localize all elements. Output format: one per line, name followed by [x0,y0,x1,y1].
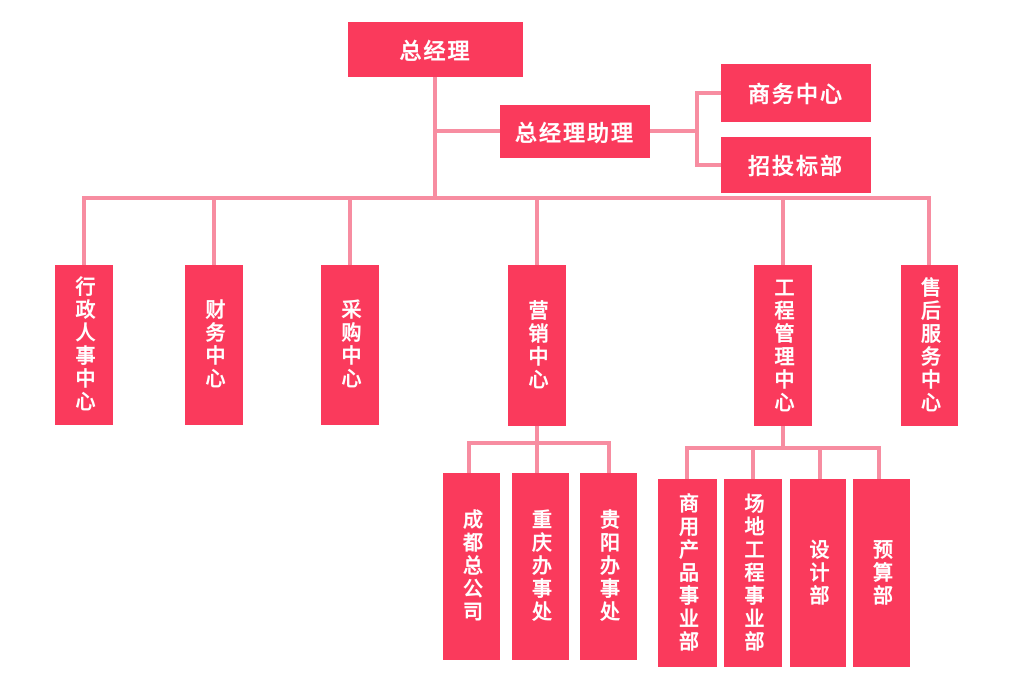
connector-assistant-left [435,129,500,133]
connector-design-stub [818,450,822,479]
connector-budget-stub [877,450,881,479]
connector-engineering-stub [781,200,785,265]
node-chengdu-head-office: 成都总公司 [443,473,500,660]
node-guiyang-office: 贵阳办事处 [580,473,637,660]
node-business-center: 商务中心 [721,64,871,122]
connector-procurement-stub [348,200,352,265]
connector-admin-hr-stub [82,200,86,265]
connector-aftersales-stub [927,200,931,265]
node-chongqing-office: 重庆办事处 [512,473,569,660]
node-aftersales-service-center: 售后服务中心 [901,265,958,426]
connector-engineering-down [781,425,785,446]
connector-marketing-subtrunk [467,441,611,445]
connector-commercial-stub [685,450,689,479]
node-admin-hr-center: 行政人事中心 [55,265,113,425]
connector-marketing-down [535,425,539,441]
connector-guiyang-stub [607,445,611,473]
connector-engineering-subtrunk [685,446,881,450]
connector-assistant-right [650,129,699,133]
node-design-dept: 设计部 [790,479,846,667]
connector-marketing-stub [535,200,539,265]
connector-site-eng-stub [751,450,755,479]
node-gm-assistant: 总经理助理 [500,105,650,158]
node-budget-dept: 预算部 [853,479,910,667]
connector-bidding-dept-stub [699,163,721,167]
connector-assistant-branch-vertical [695,91,699,167]
node-commercial-products-div: 商用产品事业部 [658,479,717,667]
node-procurement-center: 采购中心 [321,265,379,425]
connector-chengdu-stub [467,445,471,473]
node-finance-center: 财务中心 [185,265,243,425]
node-general-manager: 总经理 [348,22,523,77]
connector-main-trunk [82,196,931,200]
connector-finance-stub [212,200,216,265]
connector-chongqing-stub [535,445,539,473]
connector-gm-down [433,77,437,198]
node-marketing-center: 营销中心 [508,265,566,426]
node-site-engineering-div: 场地工程事业部 [724,479,782,667]
node-bidding-dept: 招投标部 [721,137,871,193]
connector-business-center-stub [699,91,721,95]
node-engineering-mgmt-center: 工程管理中心 [754,265,812,426]
